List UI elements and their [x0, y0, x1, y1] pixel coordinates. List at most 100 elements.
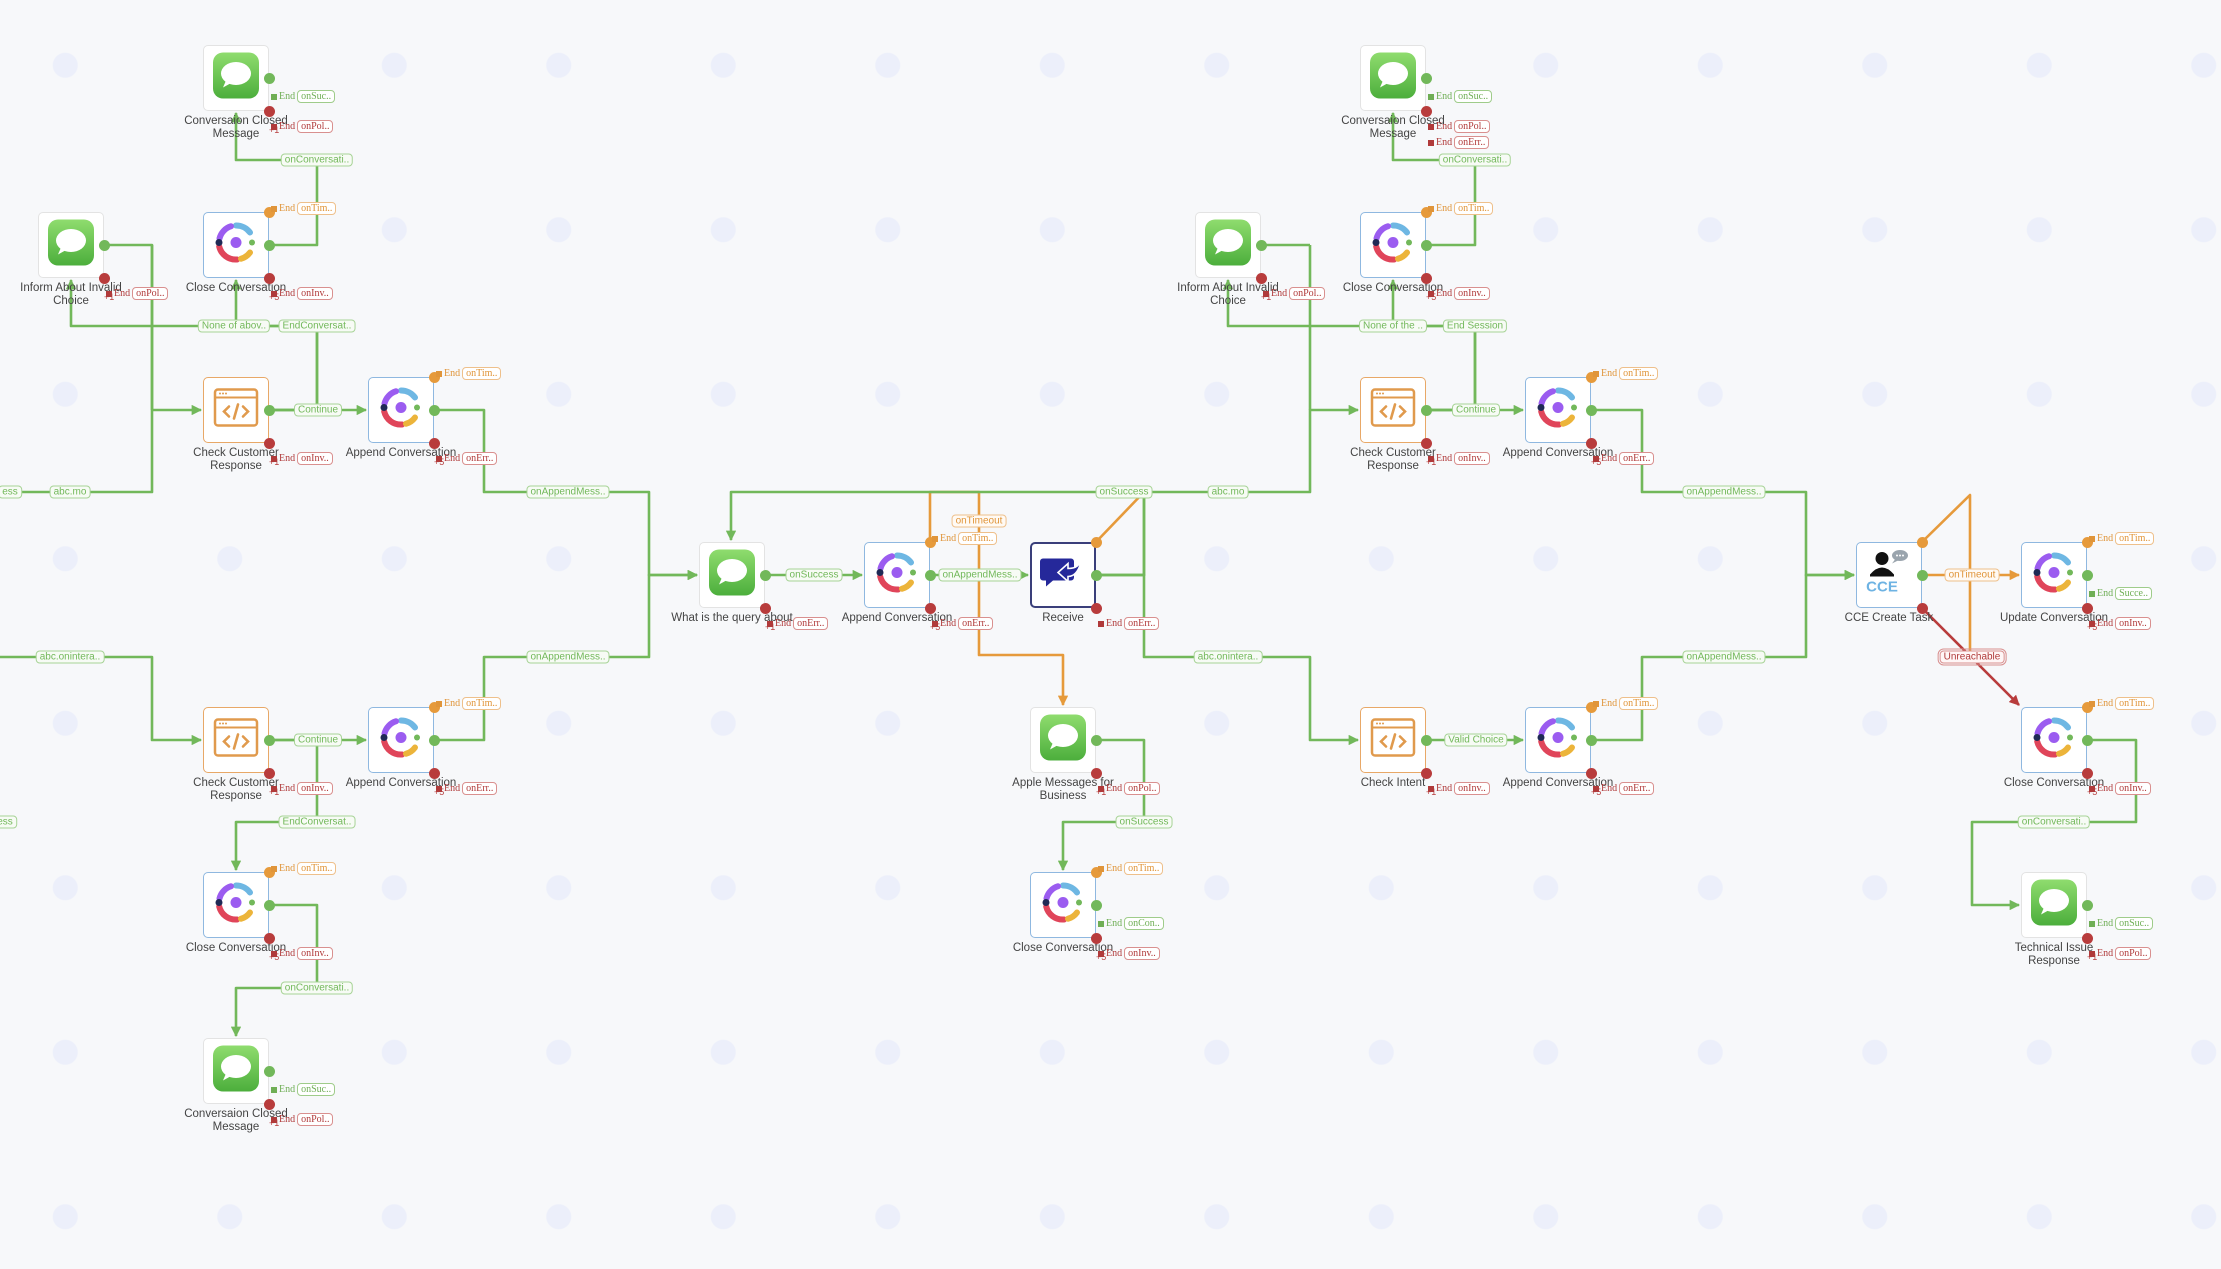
- error-port[interactable]: [2081, 932, 2093, 944]
- edge-label[interactable]: onAppendMess..: [1682, 485, 1766, 499]
- node-cce-create-task[interactable]: CCE: [1856, 542, 1922, 608]
- node-technical-issue-response[interactable]: [2021, 872, 2087, 938]
- success-port[interactable]: [1420, 239, 1432, 251]
- success-port[interactable]: [2081, 899, 2093, 911]
- node-inform-about-invalid-choice[interactable]: [1195, 212, 1261, 278]
- edge-label[interactable]: ess: [0, 485, 22, 499]
- success-port[interactable]: [924, 569, 936, 581]
- timeout-port[interactable]: [924, 536, 936, 548]
- success-port[interactable]: [263, 72, 275, 84]
- timeout-port[interactable]: [428, 371, 440, 383]
- timeout-port[interactable]: [263, 866, 275, 878]
- node-check-customer-response[interactable]: [203, 707, 269, 773]
- edge-label[interactable]: EndConversat..: [278, 815, 356, 829]
- edge-receive-timeout[interactable]: [1095, 491, 1145, 543]
- success-port[interactable]: [263, 404, 275, 416]
- error-port[interactable]: [1420, 437, 1432, 449]
- node-inform-about-invalid-choice[interactable]: [38, 212, 104, 278]
- error-port[interactable]: [1585, 767, 1597, 779]
- error-port[interactable]: [263, 767, 275, 779]
- edge-label[interactable]: Continue: [1451, 403, 1501, 417]
- node-check-customer-response[interactable]: [203, 377, 269, 443]
- success-port[interactable]: [263, 899, 275, 911]
- error-port[interactable]: [263, 932, 275, 944]
- error-port[interactable]: [263, 272, 275, 284]
- edge-label[interactable]: End Session: [1442, 319, 1508, 333]
- timeout-port[interactable]: [1585, 701, 1597, 713]
- node-close-conversation[interactable]: [203, 872, 269, 938]
- node-conversaion-closed-message[interactable]: [203, 45, 269, 111]
- edge-label[interactable]: Valid Choice: [1444, 733, 1508, 747]
- edge-label[interactable]: onSuccess: [785, 568, 843, 582]
- error-port[interactable]: [263, 1098, 275, 1110]
- success-port[interactable]: [263, 1065, 275, 1077]
- success-port[interactable]: [263, 239, 275, 251]
- success-port[interactable]: [2081, 569, 2093, 581]
- error-port[interactable]: [924, 602, 936, 614]
- success-port[interactable]: [2081, 734, 2093, 746]
- success-port[interactable]: [428, 404, 440, 416]
- success-port[interactable]: [1916, 569, 1928, 581]
- success-port[interactable]: [1090, 899, 1102, 911]
- edge-label[interactable]: onConversati..: [280, 153, 354, 167]
- edge-label[interactable]: onConversati..: [2017, 815, 2091, 829]
- error-port[interactable]: [1090, 602, 1102, 614]
- edge-label[interactable]: onConversati..: [280, 981, 354, 995]
- edge-label[interactable]: onConversati..: [1438, 153, 1512, 167]
- success-port[interactable]: [1420, 404, 1432, 416]
- node-receive[interactable]: [1030, 542, 1096, 608]
- error-port[interactable]: [1090, 767, 1102, 779]
- edge-label[interactable]: onTimeout: [1944, 568, 2000, 582]
- edge-label[interactable]: onSuccess: [1115, 815, 1173, 829]
- node-append-conversation[interactable]: [368, 377, 434, 443]
- timeout-port[interactable]: [2081, 701, 2093, 713]
- success-port[interactable]: [1420, 734, 1432, 746]
- success-port[interactable]: [1420, 72, 1432, 84]
- success-port[interactable]: [1090, 734, 1102, 746]
- error-port[interactable]: [263, 437, 275, 449]
- error-port[interactable]: [263, 105, 275, 117]
- error-port[interactable]: [1916, 602, 1928, 614]
- edge-label[interactable]: abc.mo: [1207, 485, 1249, 499]
- edge-label[interactable]: abc.onintera..: [35, 650, 105, 664]
- timeout-port[interactable]: [2081, 536, 2093, 548]
- node-append-conversation[interactable]: [368, 707, 434, 773]
- edge-label[interactable]: onSuccess: [1095, 485, 1153, 499]
- timeout-port[interactable]: [428, 701, 440, 713]
- edge-label[interactable]: onAppendMess..: [526, 650, 610, 664]
- node-apple-messages-for-business[interactable]: [1030, 707, 1096, 773]
- error-port[interactable]: [1420, 767, 1432, 779]
- edge-label[interactable]: onAppendMess..: [1682, 650, 1766, 664]
- node-append-conversation[interactable]: [864, 542, 930, 608]
- success-port[interactable]: [98, 239, 110, 251]
- node-check-customer-response[interactable]: [1360, 377, 1426, 443]
- error-port[interactable]: [428, 437, 440, 449]
- edge-label[interactable]: abc.onintera..: [1193, 650, 1263, 664]
- timeout-port[interactable]: [1090, 536, 1102, 548]
- edge-label[interactable]: EndConversat..: [278, 319, 356, 333]
- node-close-conversation[interactable]: [1030, 872, 1096, 938]
